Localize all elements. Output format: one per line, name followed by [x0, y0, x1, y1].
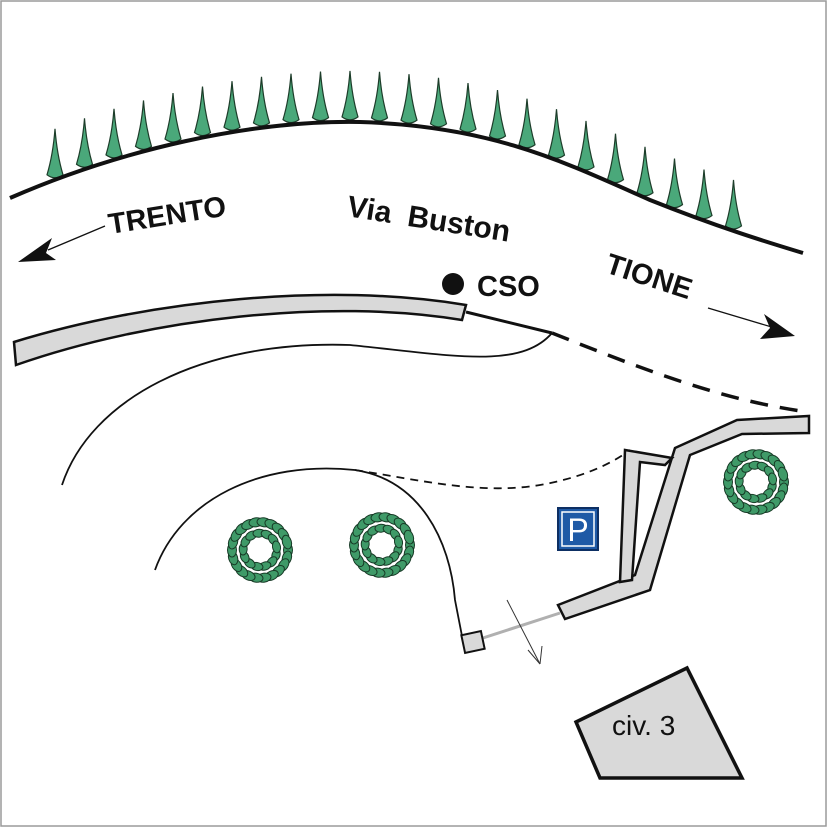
arrow-to-trento	[18, 225, 106, 262]
road-edge-north	[9, 119, 804, 255]
parking-boundary-dashed	[354, 449, 631, 490]
wall-segment-short	[618, 448, 675, 584]
bush-leaf	[777, 466, 789, 482]
road-wall-south	[12, 293, 468, 367]
bush-2	[349, 512, 415, 578]
bush-leaf	[271, 540, 282, 554]
building-label: civ. 3	[612, 710, 675, 741]
bush-leaf	[393, 535, 404, 549]
road-edge-south	[465, 310, 553, 335]
ramp-curve	[61, 332, 553, 486]
parking-sign-letter: P	[567, 512, 588, 548]
gate-bar	[482, 611, 561, 640]
parking-boundary	[154, 467, 463, 637]
cone-tree	[459, 83, 477, 133]
parking-sign: P	[557, 507, 599, 551]
entry-arrow	[506, 599, 543, 665]
road-edge-south-dashed	[551, 331, 809, 414]
cone-tree	[429, 77, 448, 128]
bush-leaf	[767, 472, 778, 486]
cone-tree	[370, 71, 389, 122]
cso-marker	[442, 273, 464, 295]
bush-leaf	[281, 534, 293, 550]
building-civ-3	[573, 665, 745, 780]
bush-3	[723, 449, 789, 515]
retaining-wall-east	[556, 414, 811, 621]
cso-label: CSO	[477, 271, 540, 303]
cone-tree	[400, 74, 418, 124]
gate-post	[460, 629, 486, 655]
arrow-to-tione	[707, 307, 795, 339]
tree-row	[46, 70, 743, 230]
bush-1	[227, 517, 293, 583]
bush-leaf	[403, 529, 415, 545]
